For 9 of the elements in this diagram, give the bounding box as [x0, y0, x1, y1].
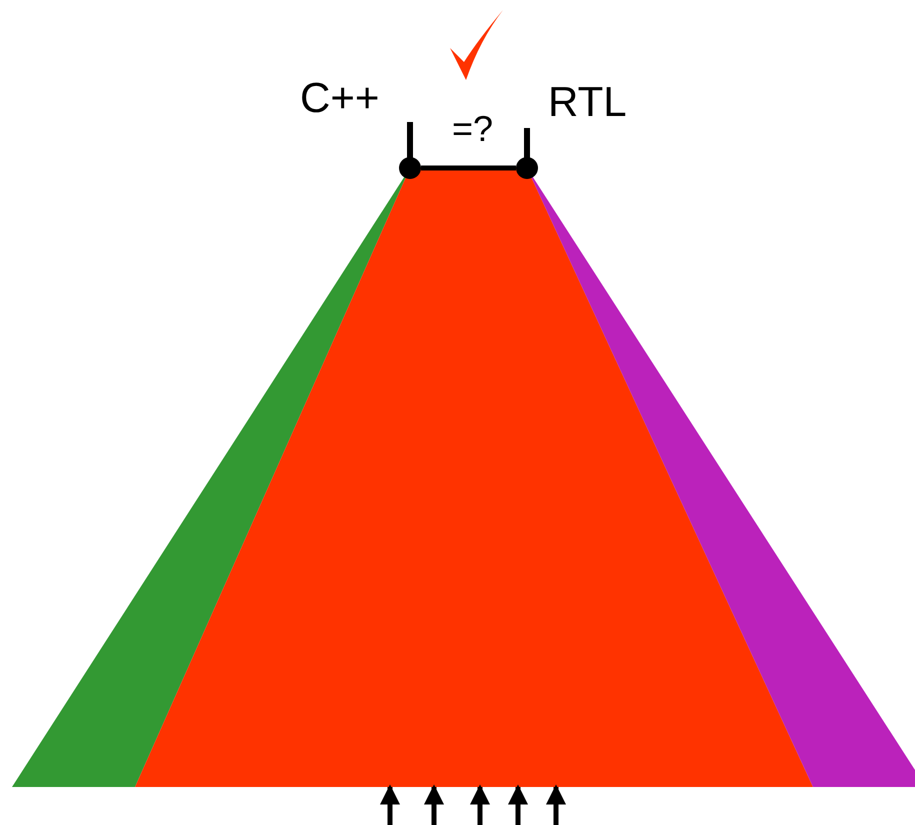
arrow [470, 784, 490, 825]
arrow [424, 784, 444, 825]
label-text: RTL [548, 77, 627, 127]
arrow [508, 784, 528, 825]
label-text: =? [452, 107, 494, 151]
connector-line [421, 166, 516, 170]
arrow [546, 784, 566, 825]
arrow [380, 784, 400, 825]
label-text: C++ [300, 73, 380, 123]
